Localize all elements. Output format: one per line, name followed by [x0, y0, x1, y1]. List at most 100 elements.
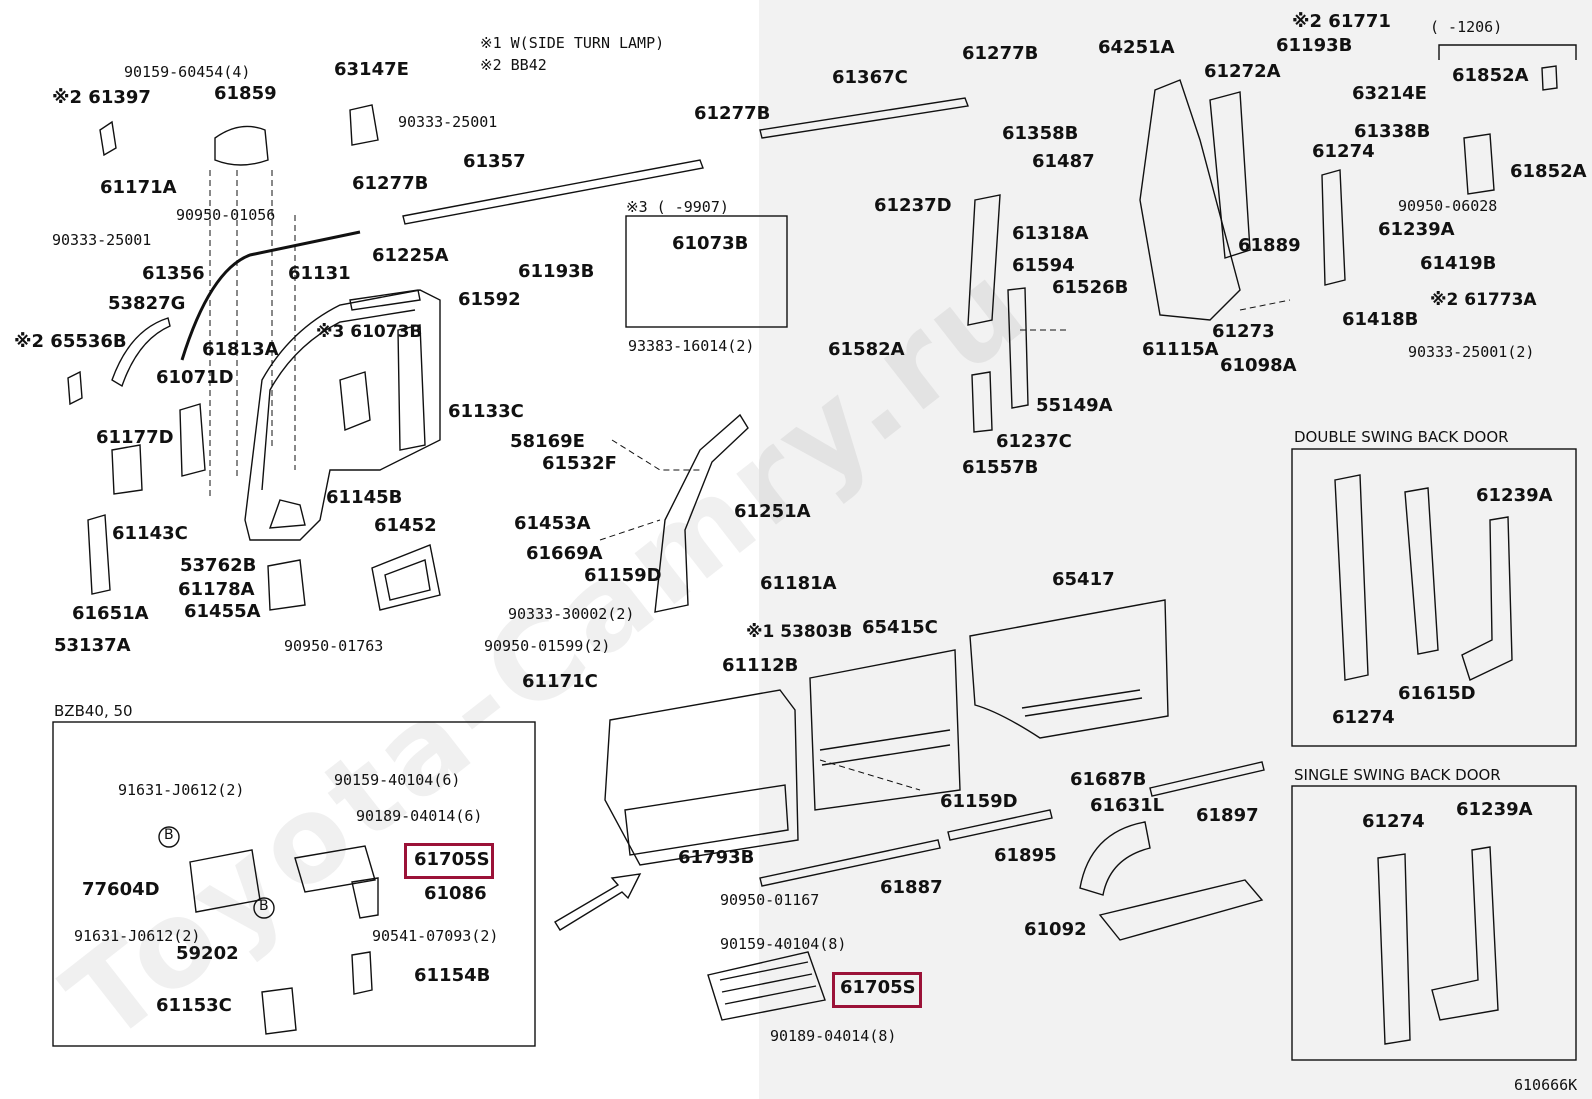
part-label: 90333-25001: [52, 231, 152, 249]
part-label: 61367C: [832, 67, 908, 88]
diagram-id: 610666K: [1514, 1076, 1578, 1094]
part-61631l: [1079, 821, 1151, 896]
part-label: 90333-25001(2): [1408, 343, 1535, 361]
note-1: ※1 W(SIDE TURN LAMP): [480, 34, 665, 52]
bzb-part-61154b: [351, 951, 373, 995]
part-61887: [759, 839, 941, 887]
part-label: 61239A: [1378, 219, 1455, 240]
panel-65417: [969, 599, 1169, 739]
part-label: 61793B: [678, 847, 755, 868]
part-label: 61274: [1312, 141, 1375, 162]
part-label: 61594: [1012, 255, 1075, 276]
part-label: 61615D: [1398, 683, 1476, 704]
part-label: 61356: [142, 263, 205, 284]
part-label: ※2 61397: [52, 87, 151, 108]
part-label: 90950-06028: [1398, 197, 1498, 215]
single-door-61274: [1377, 853, 1411, 1045]
note-2: ※2 BB42: [480, 56, 547, 74]
part-label: 61131: [288, 263, 351, 284]
part-label: 90189-04014(6): [356, 807, 483, 825]
part-label: 61705S: [840, 977, 916, 998]
part-label: 61318A: [1012, 223, 1089, 244]
rail-61356: [180, 230, 361, 361]
part-label: 63214E: [1352, 83, 1427, 104]
part-label: 61887: [880, 877, 943, 898]
part-label: 61181A: [760, 573, 837, 594]
pillar-61251a: [654, 413, 749, 613]
part-label: 61171C: [522, 671, 598, 692]
part-label: 61159D: [940, 791, 1018, 812]
part-61452: [371, 544, 441, 611]
rail-53827g: [111, 317, 171, 388]
part-label: 61092: [1024, 919, 1087, 940]
part-label: 61357: [463, 151, 526, 172]
part-label: 53827G: [108, 293, 186, 314]
bzb-part-61705s: [294, 845, 376, 893]
part-label: 65417: [1052, 569, 1115, 590]
part-label: 91631-J0612(2): [118, 781, 245, 799]
roof-rail-61367c: [759, 97, 969, 139]
part-label: ※2 65536B: [14, 331, 127, 352]
highlight-box-61705s-bzb: [404, 843, 494, 879]
part-label: 61239A: [1476, 485, 1553, 506]
part-label: 61455A: [184, 601, 261, 622]
circle-b-label-1: B: [164, 827, 174, 843]
part-label: 61631L: [1090, 795, 1165, 816]
part-61133c: [397, 324, 426, 451]
double-door-box: [1291, 448, 1577, 747]
part-61651a: [87, 514, 111, 595]
part-label: 53762B: [180, 555, 257, 576]
part-label: 90950-01763: [284, 637, 384, 655]
bzb-part-61153c: [261, 987, 297, 1035]
part-label: 61852A: [1452, 65, 1529, 86]
part-61239a-top: [1321, 169, 1346, 286]
part-label: 90950-01056: [176, 206, 276, 224]
range-1206-label: ( -1206): [1430, 18, 1503, 36]
bzb-section-title: BZB40, 50: [54, 702, 133, 720]
circle-b-label-2: B: [259, 898, 269, 914]
part-label: 61153C: [156, 995, 232, 1016]
part-61705s-lower: [707, 951, 826, 1021]
part-label: 61171A: [100, 177, 177, 198]
part-label: 61532F: [542, 453, 617, 474]
part-61272a: [1209, 91, 1251, 259]
part-label: 61193B: [1276, 35, 1353, 56]
part-61225a: [349, 289, 421, 311]
part-label: 61669A: [526, 543, 603, 564]
part-label: 61705S: [414, 849, 490, 870]
part-label: 53137A: [54, 635, 131, 656]
part-61557b: [971, 371, 993, 433]
part-label: 58169E: [510, 431, 585, 452]
part-label: 61592: [458, 289, 521, 310]
part-label: 90333-30002(2): [508, 605, 635, 623]
part-61178a: [267, 559, 306, 611]
part-65536b: [67, 370, 83, 406]
double-door-61274: [1334, 474, 1369, 681]
part-label: 61582A: [828, 339, 905, 360]
part-label: 61159D: [584, 565, 662, 586]
part-label: 61098A: [1220, 355, 1297, 376]
part-label: 61687B: [1070, 769, 1147, 790]
bzb-part-61086: [351, 877, 379, 919]
part-63147e: [349, 104, 379, 146]
part-label: 61897: [1196, 805, 1259, 826]
part-label: ※2 61771: [1292, 11, 1391, 32]
range-1206-bracket: [1438, 44, 1577, 60]
part-label: 90159-40104(6): [334, 771, 461, 789]
part-label: 61112B: [722, 655, 799, 676]
circle-b-2: [253, 897, 275, 919]
part-label: 90159-40104(8): [720, 935, 847, 953]
part-label: 61071D: [156, 367, 234, 388]
part-label: 77604D: [82, 879, 160, 900]
part-label: 61852A: [1510, 161, 1587, 182]
panel-65415c: [809, 649, 961, 811]
single-door-61239a: [1431, 846, 1499, 1021]
part-label: 61115A: [1142, 339, 1219, 360]
part-label: ※1 53803B: [746, 622, 853, 642]
part-label: ※2 61773A: [1430, 290, 1537, 310]
bzb-section-box: [52, 721, 536, 1047]
part-label: 61419B: [1420, 253, 1497, 274]
part-label: 61277B: [694, 103, 771, 124]
panel-61115a: [1139, 79, 1241, 321]
